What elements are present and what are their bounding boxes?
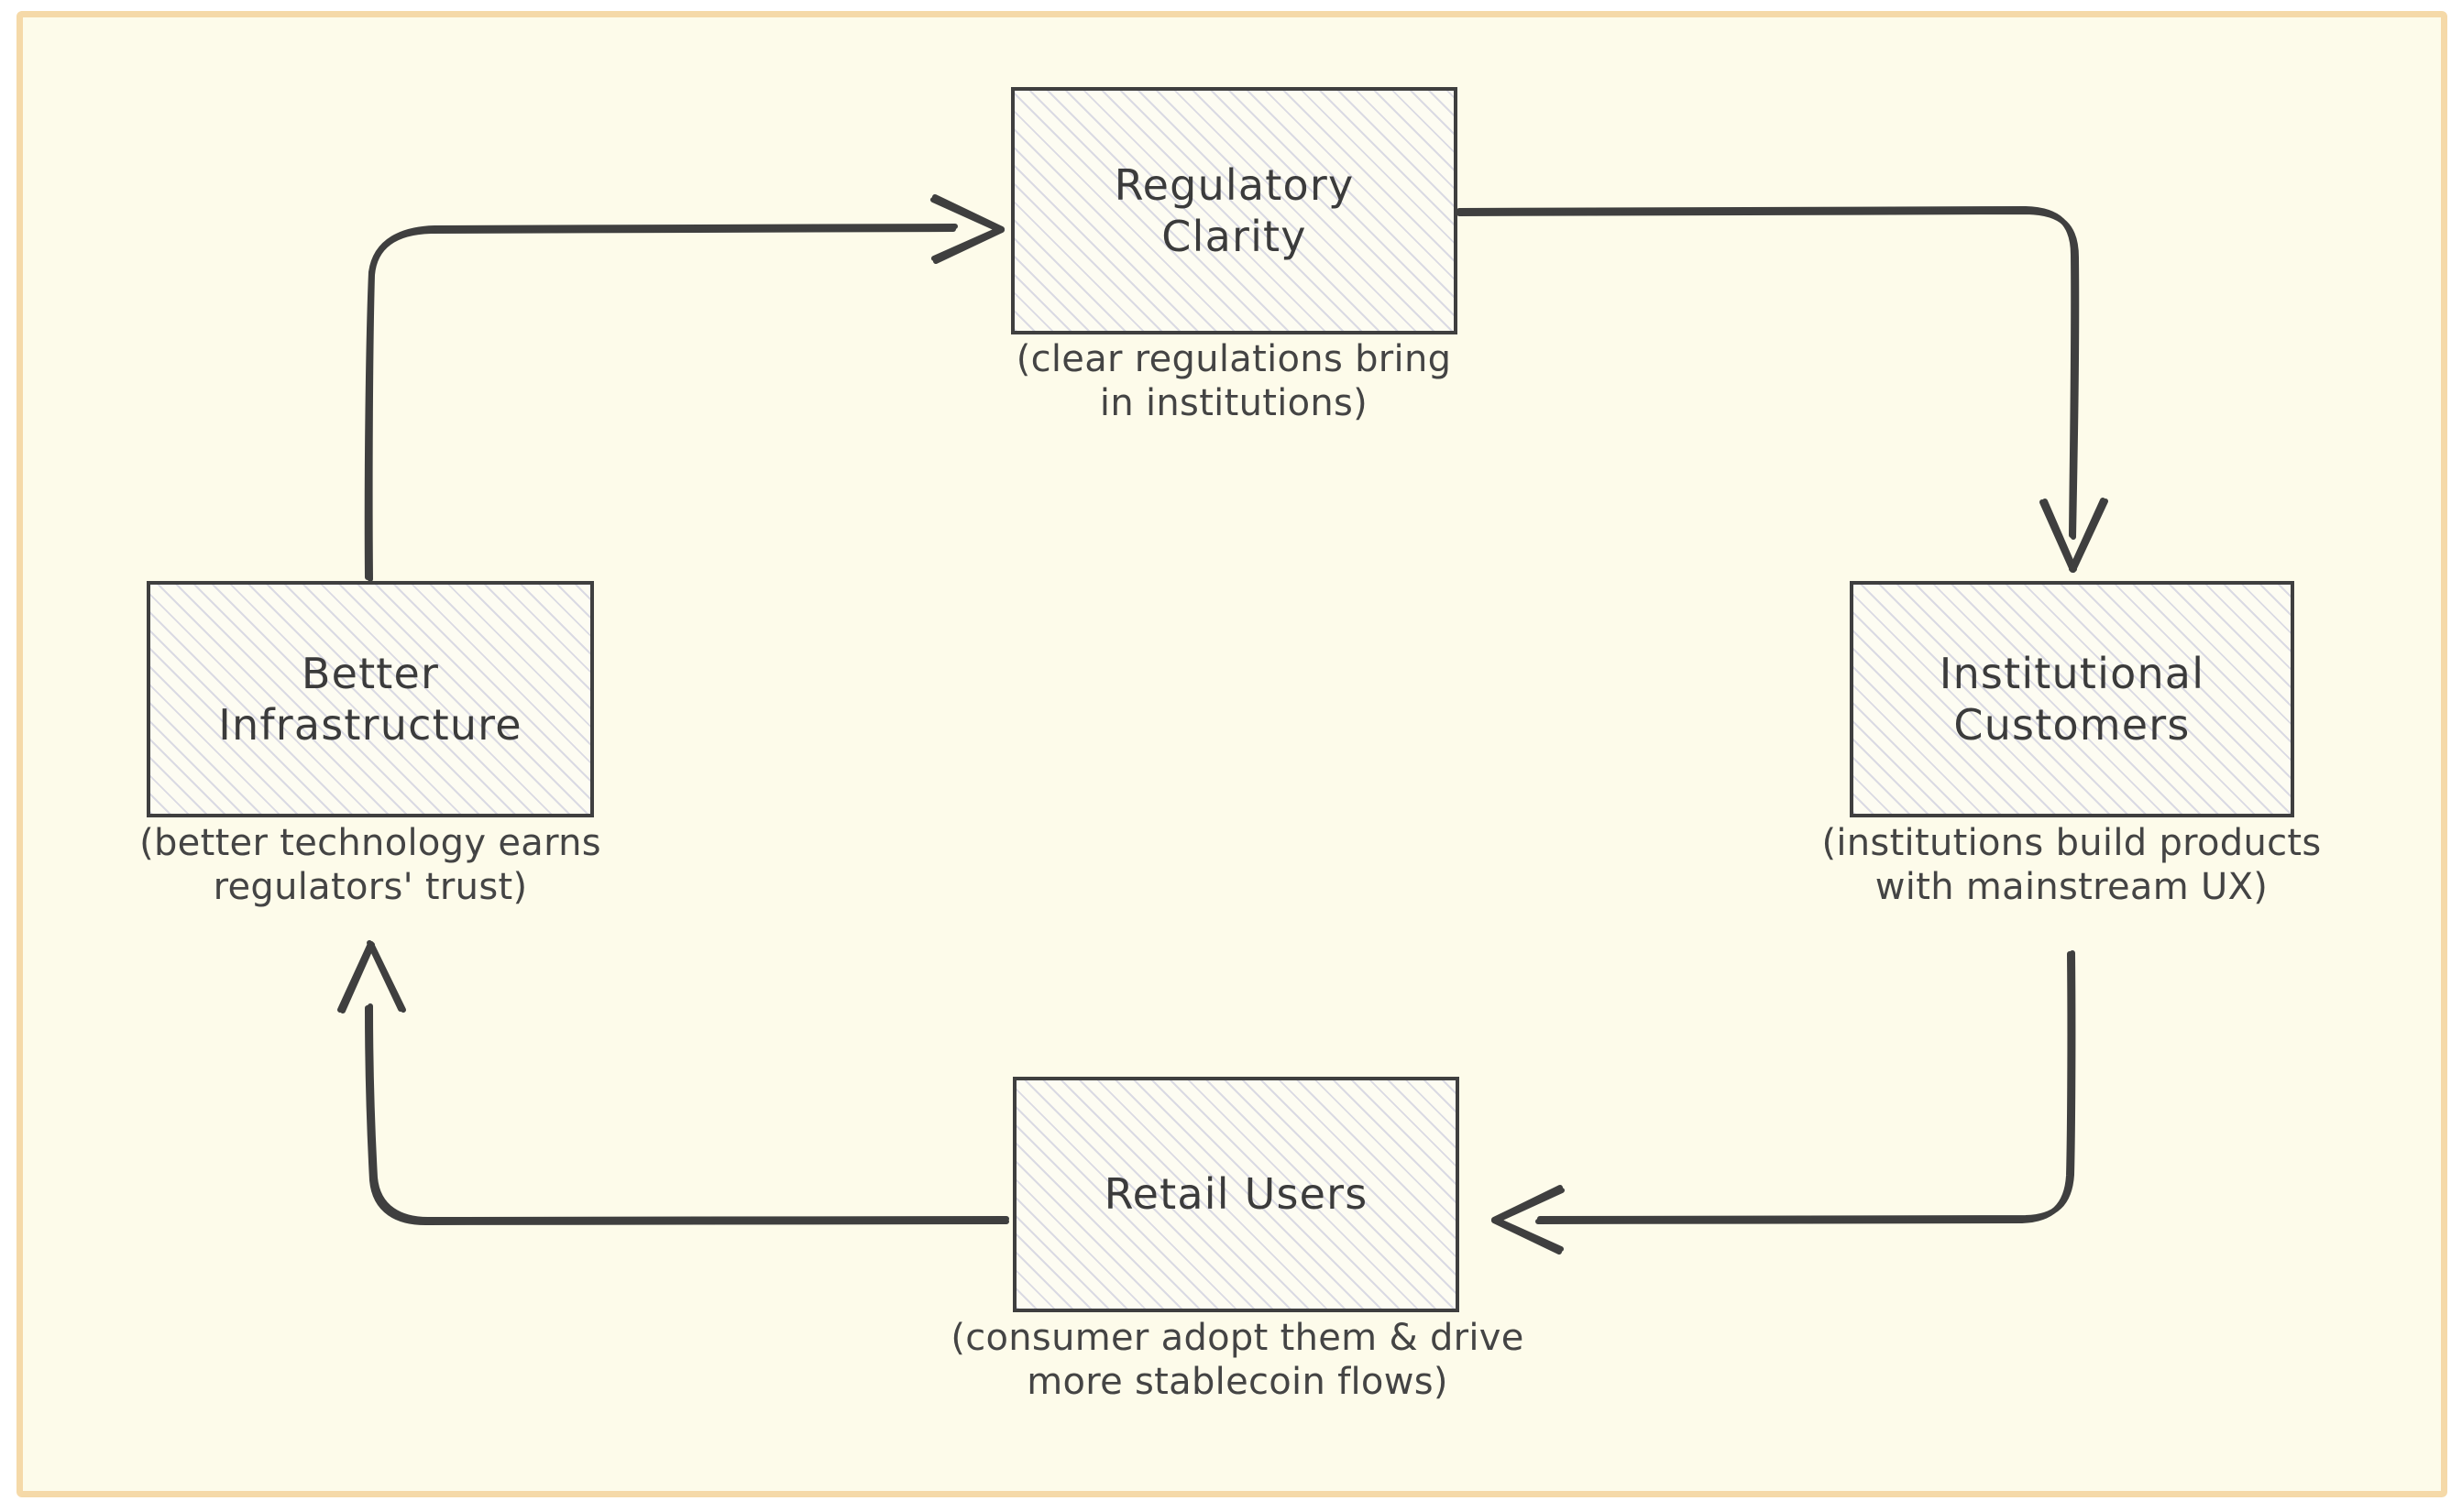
- node-better-infrastructure[interactable]: Better Infrastructure: [147, 581, 594, 817]
- node-caption-regulatory-clarity: (clear regulations bring in institutions…: [1016, 338, 1452, 424]
- node-caption-retail-users: (consumer adopt them & drive more stable…: [951, 1317, 1524, 1403]
- node-retail-users[interactable]: Retail Users: [1013, 1077, 1459, 1312]
- node-label-retail-users: Retail Users: [1104, 1169, 1368, 1220]
- node-label-regulatory-clarity: Regulatory Clarity: [1114, 159, 1355, 261]
- node-institutional-customers[interactable]: Institutional Customers: [1850, 581, 2294, 817]
- node-caption-better-infrastructure: (better technology earns regulators' tru…: [139, 822, 601, 908]
- node-label-better-infrastructure: Better Infrastructure: [218, 648, 522, 750]
- node-label-institutional-customers: Institutional Customers: [1939, 648, 2205, 750]
- node-regulatory-clarity[interactable]: Regulatory Clarity: [1011, 87, 1457, 334]
- node-caption-institutional-customers: (institutions build products with mainst…: [1821, 822, 2322, 908]
